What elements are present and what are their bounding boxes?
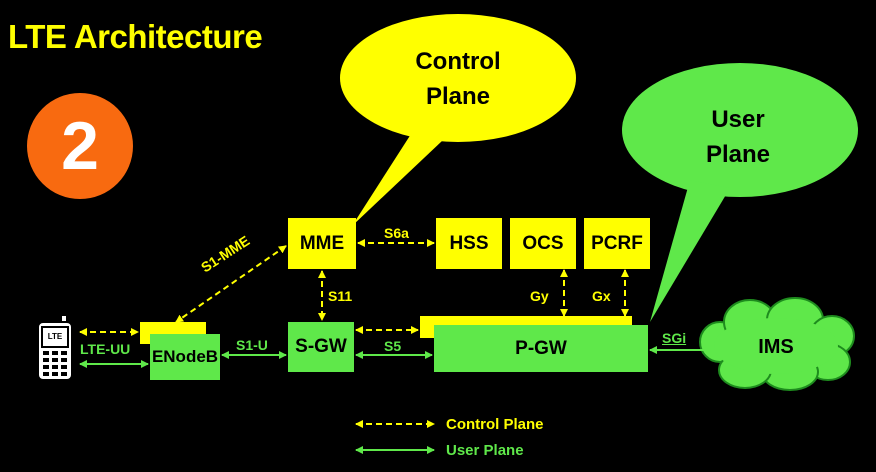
phone-screen-label: LTE xyxy=(47,332,63,341)
enodeb-node: ENodeB xyxy=(150,334,220,380)
user-plane-bubble xyxy=(622,63,858,322)
label-s6a: S6a xyxy=(384,225,409,241)
link-s1-mme xyxy=(175,245,287,323)
page-title: LTE Architecture xyxy=(8,18,263,55)
label-s5: S5 xyxy=(384,338,402,354)
label-gy: Gy xyxy=(530,288,549,304)
control-plane-bubble xyxy=(340,14,576,226)
ims-node: IMS xyxy=(758,335,794,358)
label-s1-u: S1-U xyxy=(236,337,268,353)
ocs-node: OCS xyxy=(510,218,576,269)
pgw-node: P-GW xyxy=(434,325,648,372)
label-gx: Gx xyxy=(592,288,611,304)
label-lte-uu: LTE-UU xyxy=(80,341,131,357)
hss-node: HSS xyxy=(436,218,502,269)
sgw-node: S-GW xyxy=(288,322,354,372)
label-sgi: SGi xyxy=(662,330,687,346)
label-s11: S11 xyxy=(328,288,353,304)
pcrf-node: PCRF xyxy=(584,218,650,269)
legend-control-label: Control Plane xyxy=(446,416,544,433)
mme-node: MME xyxy=(288,218,356,269)
legend-user-label: User Plane xyxy=(446,442,524,459)
step-number-badge: 2 xyxy=(27,93,133,199)
mobile-phone-icon xyxy=(37,316,73,381)
